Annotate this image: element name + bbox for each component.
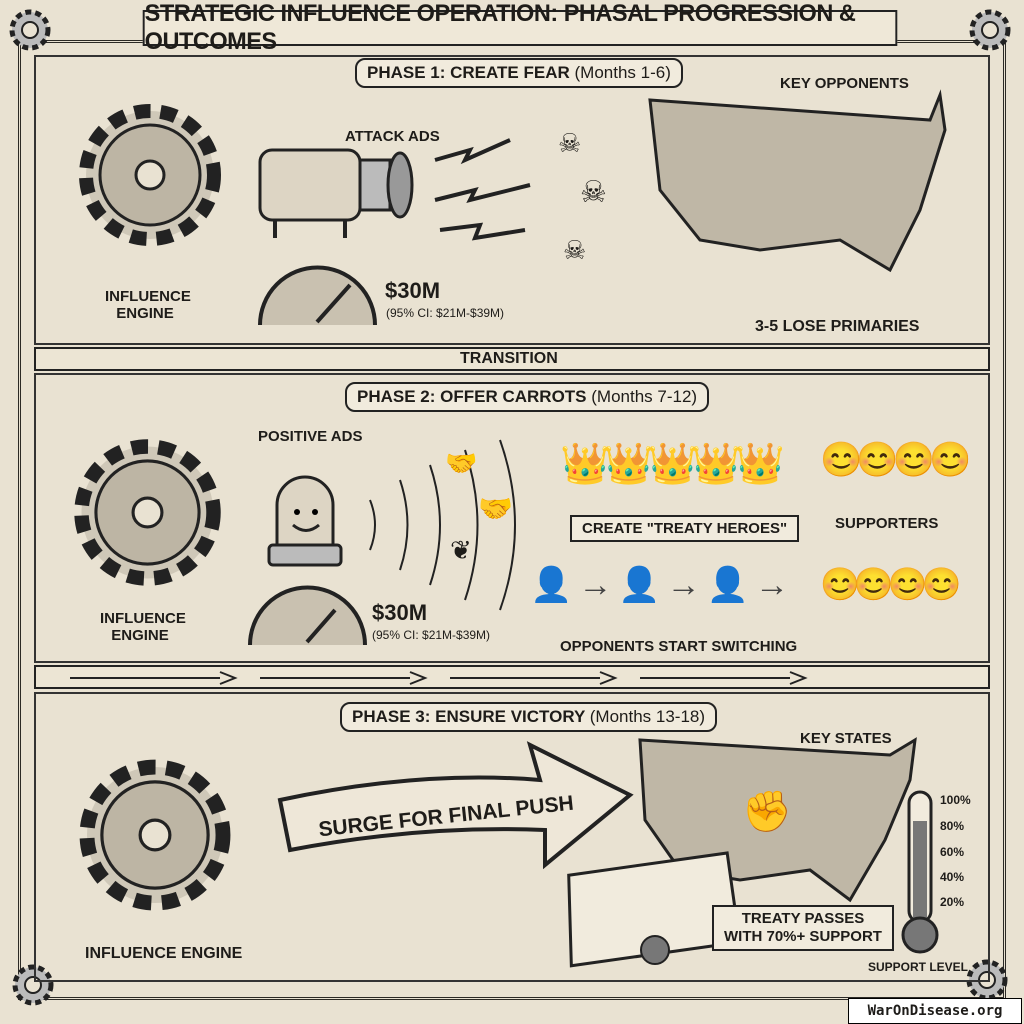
beacon-icon <box>267 475 343 567</box>
transition-bar <box>34 347 990 371</box>
phase2-months: (Months 7-12) <box>591 387 698 406</box>
skull-icon: ☠ <box>558 128 582 158</box>
supporters-illustration: 😊😊😊😊 <box>820 441 971 479</box>
engine-label: INFLUENCE ENGINE <box>105 288 191 322</box>
engine-label: INFLUENCE ENGINE <box>100 610 186 644</box>
tick-40: 40% <box>940 870 965 884</box>
phase2-budget: $30M <box>372 600 428 625</box>
phase1-months: (Months 1-6) <box>574 63 671 82</box>
tick-20: 20% <box>940 895 965 909</box>
corner-gear-icon <box>969 9 1011 51</box>
switching-label: OPPONENTS START SWITCHING <box>560 638 798 655</box>
engine-label: INFLUENCE ENGINE <box>85 945 243 962</box>
phase3-heading: PHASE 3: ENSURE VICTORY (Months 13-18) <box>340 702 718 732</box>
thermometer-fill <box>913 821 927 925</box>
phase3-panel <box>34 692 990 982</box>
switching-opponents-illustration: 👤→👤→👤→ <box>530 566 796 604</box>
arrows-row-icon <box>70 671 808 685</box>
treaty-passes-line2: WITH 70%+ SUPPORT <box>724 928 882 945</box>
us-map-icon <box>648 89 947 273</box>
treaty-scroll-icon <box>567 851 742 968</box>
tick-80: 80% <box>940 819 965 833</box>
tick-60: 60% <box>940 845 965 859</box>
key-opponents-label: KEY OPPONENTS <box>780 75 909 92</box>
supporters-group-illustration: 😊😊😊😊 <box>820 566 961 602</box>
corner-gear-icon <box>9 9 51 51</box>
tick-100: 100% <box>940 793 971 807</box>
support-level-label: SUPPORT LEVEL <box>868 960 969 974</box>
lightning-icon <box>434 138 531 241</box>
treaty-heroes-banner: CREATE "TREATY HEROES" <box>570 515 800 542</box>
key-states-label: KEY STATES <box>800 730 892 747</box>
treaty-passes-line1: TREATY PASSES <box>741 910 865 927</box>
crowned-heroes-illustration: 👑👑👑👑👑 <box>560 442 785 486</box>
gear-icon <box>79 759 231 911</box>
phase1-ci: (95% CI: $21M-$39M) <box>386 306 505 320</box>
phase1-heading: PHASE 1: CREATE FEAR (Months 1-6) <box>355 58 683 88</box>
gear-icon <box>79 104 221 246</box>
gauge-icon <box>248 585 367 646</box>
megaphone-icon <box>258 148 414 238</box>
support-thermometer <box>901 790 939 954</box>
corner-gear-icon <box>12 964 54 1006</box>
gauge-icon <box>258 265 377 326</box>
phase2-panel <box>34 373 990 663</box>
gear-icon <box>74 439 221 586</box>
phase3-months: (Months 13-18) <box>589 707 706 726</box>
supporters-label: SUPPORTERS <box>835 515 939 532</box>
watermark[interactable]: WarOnDisease.org <box>848 998 1022 1024</box>
attack-ads-label: ATTACK ADS <box>345 128 440 145</box>
phase1-budget: $30M <box>385 278 441 303</box>
skull-icon: ☠ <box>563 235 587 265</box>
transition-label: TRANSITION <box>460 350 558 367</box>
positive-ads-label: POSITIVE ADS <box>258 428 363 445</box>
handshake-icon: 🤝 <box>445 448 478 478</box>
phase1-title: PHASE 1: CREATE FEAR <box>367 63 570 82</box>
phase2-ci: (95% CI: $21M-$39M) <box>372 628 491 642</box>
lose-primaries-label: 3-5 LOSE PRIMARIES <box>755 318 920 335</box>
laurel-icon: ❦ <box>450 535 472 565</box>
phase2-title: PHASE 2: OFFER CARROTS <box>357 387 587 406</box>
skull-icon: ☠ <box>580 176 607 209</box>
signal-waves-icon <box>369 439 516 611</box>
title-banner: STRATEGIC INFLUENCE OPERATION: PHASAL PR… <box>142 0 898 55</box>
surge-arrow-icon <box>277 741 634 870</box>
phase2-heading: PHASE 2: OFFER CARROTS (Months 7-12) <box>345 382 710 412</box>
phase1-panel <box>34 55 990 345</box>
phase3-title: PHASE 3: ENSURE VICTORY <box>352 707 586 726</box>
fist-icon: ✊ <box>742 790 792 834</box>
handshake-icon: 🤝 <box>478 493 513 524</box>
